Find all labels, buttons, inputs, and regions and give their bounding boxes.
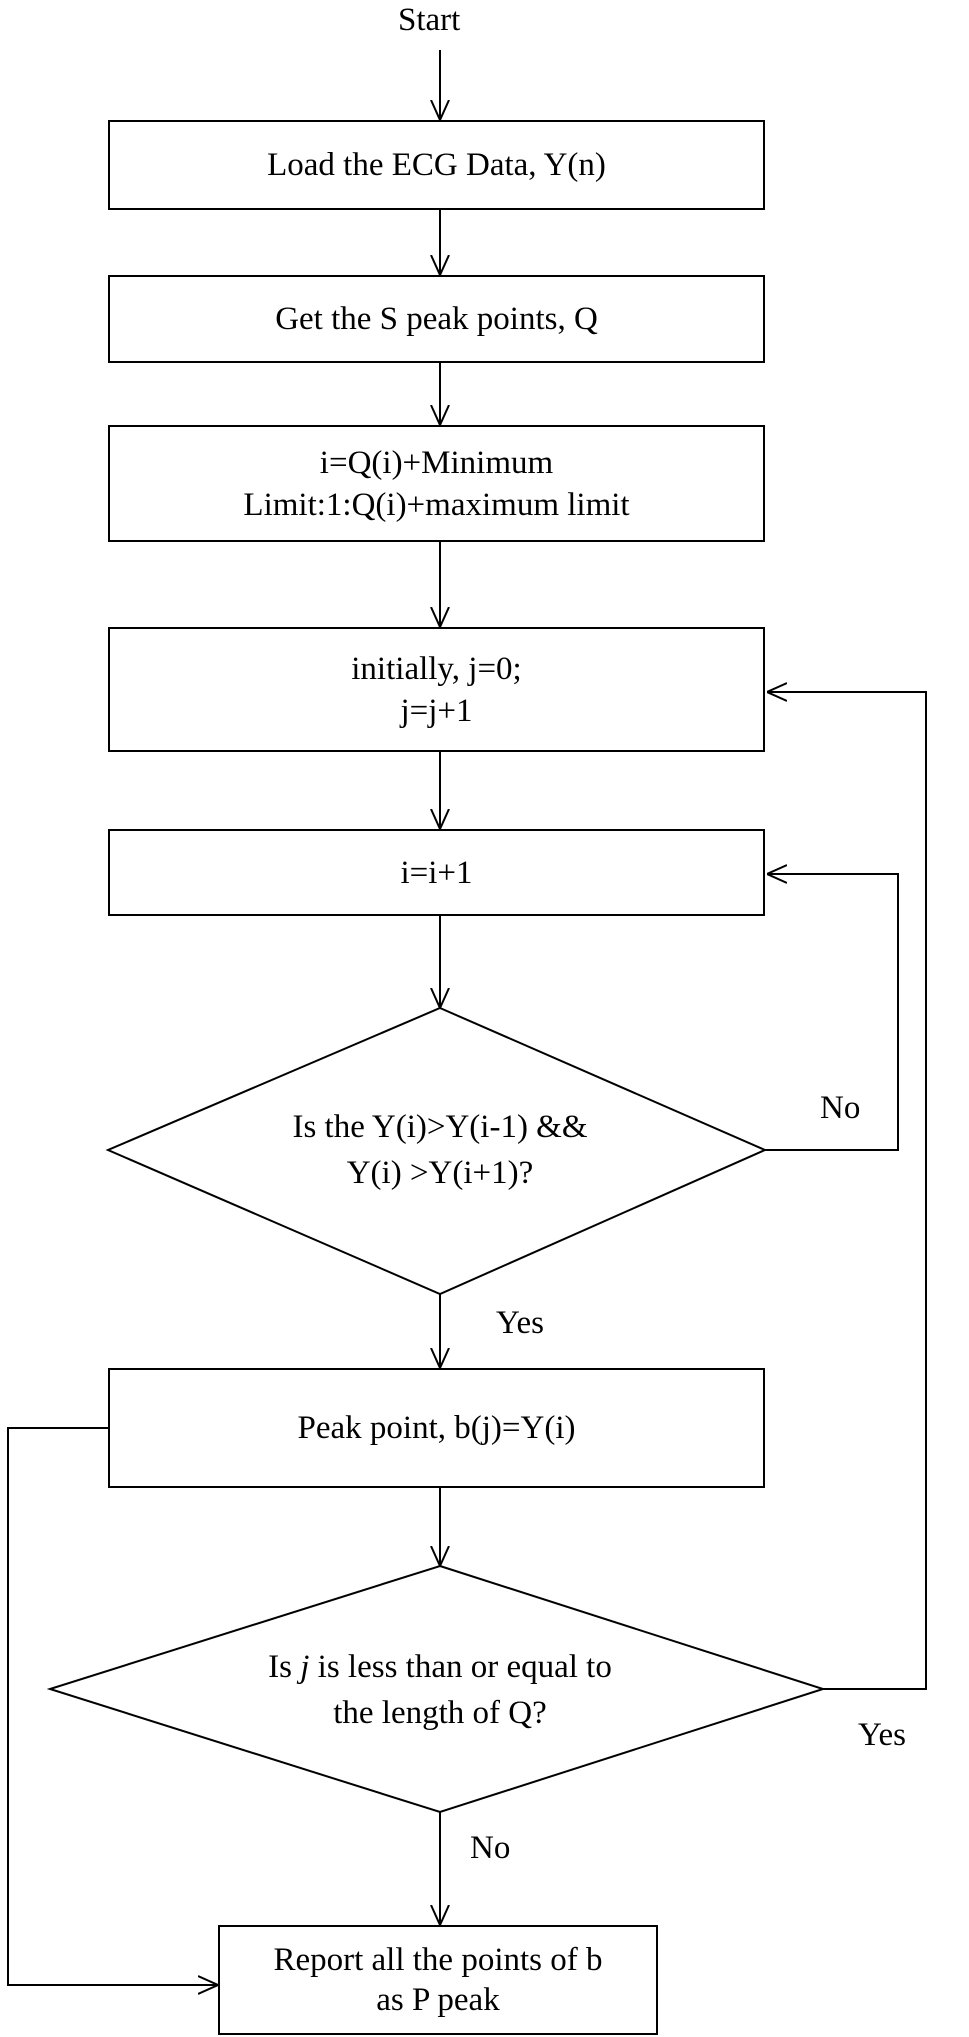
decision-local-max-line1: Is the Y(i)>Y(i-1) && <box>292 1109 588 1145</box>
decision-j-check-line2: the length of Q? <box>333 1695 547 1731</box>
step-init-j-line1: initially, j=0; <box>351 650 522 687</box>
decision-local-max: Is the Y(i)>Y(i-1) && Y(i) >Y(i+1)? <box>190 1100 690 1200</box>
edge-label-j-check-yes: Yes <box>858 1717 907 1753</box>
decision-j-check-line1: Is j is less than or equal to <box>268 1644 612 1690</box>
step-increment-i-text: i=i+1 <box>400 854 473 891</box>
decision-j-check-var: j <box>300 1649 310 1685</box>
step-init-j-line2: j=j+1 <box>400 692 473 729</box>
decision-j-check: Is j is less than or equal to the length… <box>180 1640 700 1740</box>
decision-j-check-shape <box>46 1564 827 1814</box>
decision-j-check-pre: Is <box>268 1649 301 1685</box>
edge-j-check-yes-loop <box>767 692 927 1690</box>
step-peak-point-text: Peak point, b(j)=Y(i) <box>297 1410 576 1446</box>
step-init-i-line2: Limit:1:Q(i)+maximum limit <box>243 486 630 523</box>
step-report-line2: as P peak <box>376 1982 500 2018</box>
edge-peak-point-to-report <box>7 1427 218 1985</box>
start-label: Start <box>398 2 461 38</box>
step-get-s-peaks: Get the S peak points, Q <box>108 275 765 363</box>
edge-label-local-max-yes: Yes <box>496 1305 545 1341</box>
edge-local-max-no-loop <box>765 874 899 1151</box>
step-increment-i: i=i+1 <box>108 829 765 916</box>
step-load-ecg-text: Load the ECG Data, Y(n) <box>267 147 606 183</box>
step-init-i-line1: i=Q(i)+Minimum <box>319 444 554 481</box>
step-init-i: i=Q(i)+Minimum Limit:1:Q(i)+maximum limi… <box>108 425 765 542</box>
step-get-s-peaks-text: Get the S peak points, Q <box>275 301 598 337</box>
edge-label-local-max-no: No <box>820 1090 861 1126</box>
step-load-ecg: Load the ECG Data, Y(n) <box>108 120 765 210</box>
edge-label-j-check-no: No <box>470 1830 511 1866</box>
decision-local-max-shape <box>105 1006 768 1296</box>
decision-j-check-post: is less than or equal to <box>309 1649 612 1685</box>
step-peak-point: Peak point, b(j)=Y(i) <box>108 1368 765 1488</box>
step-report: Report all the points of b as P peak <box>218 1925 658 2035</box>
step-init-j: initially, j=0; j=j+1 <box>108 627 765 752</box>
step-report-line1: Report all the points of b <box>273 1942 603 1978</box>
decision-local-max-line2: Y(i) >Y(i+1)? <box>346 1155 534 1191</box>
